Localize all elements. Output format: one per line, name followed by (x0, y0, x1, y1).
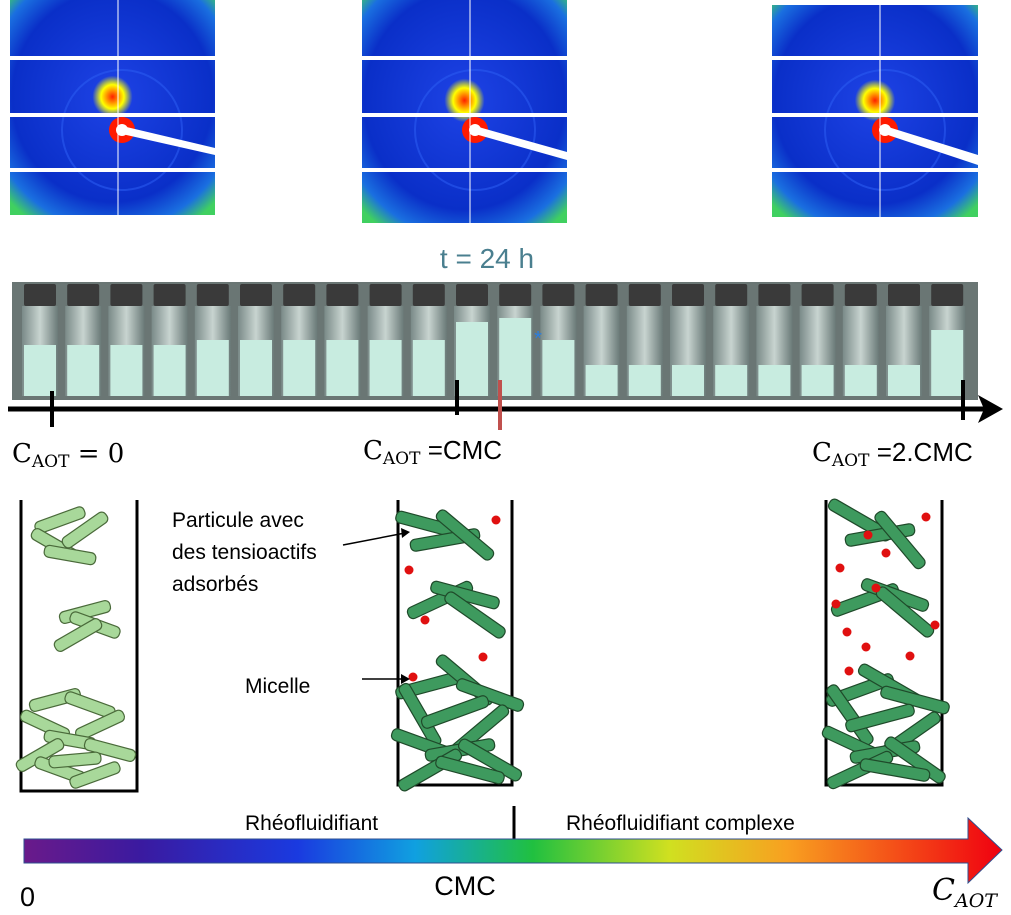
regime-left-label: Rhéofluidifiant (245, 812, 378, 835)
vial (842, 284, 879, 396)
particle (859, 758, 931, 782)
micelles-group (404, 512, 940, 682)
micelle-dot (930, 620, 940, 630)
saxs-image-middle (362, 0, 567, 223)
vial (929, 284, 966, 396)
scale-start-label: 0 (20, 882, 35, 912)
time-label: t = 24 h (440, 243, 534, 274)
vial (497, 284, 534, 396)
particle (53, 618, 103, 652)
vial-photo: * (12, 282, 978, 400)
particle-annotation-line3: adsorbés (172, 573, 258, 596)
particles-group (15, 498, 950, 792)
micelle-dot (831, 599, 841, 609)
particle (48, 751, 102, 769)
micelle-dot (871, 583, 881, 593)
micelle-dot (905, 651, 915, 661)
micelle-dot (861, 642, 871, 652)
container-middle (396, 500, 514, 787)
particle (880, 685, 950, 715)
container-left (19, 500, 139, 793)
micelle-dot (408, 672, 418, 682)
concentration-gradient-arrow (23, 816, 1003, 885)
micelle-dot (478, 652, 488, 662)
vial (799, 284, 836, 396)
particle-annotation-line2: des tensioactifs (172, 541, 317, 564)
particle (884, 736, 946, 784)
label-caot-cmc: CAOT =CMC (363, 435, 502, 469)
micelle-dot (420, 615, 430, 625)
vial (583, 284, 620, 396)
label-caot-2cmc: CAOT =2.CMC (812, 437, 973, 471)
particle (61, 511, 109, 549)
vial (324, 284, 361, 396)
vial (281, 284, 318, 396)
vial (367, 284, 404, 396)
micelle-dot (835, 563, 845, 573)
saxs-image-left (10, 0, 215, 215)
vial (626, 284, 663, 396)
vial (65, 284, 102, 396)
label-caot-zero: CAOT = 0 (12, 439, 124, 472)
vial (194, 284, 231, 396)
asterisk-marker: * (534, 328, 542, 350)
micelle-annotation: Micelle (245, 675, 310, 698)
micelle-dot (921, 512, 931, 522)
particle-annotation-line1: Particule avec (172, 509, 304, 532)
saxs-image-right (772, 5, 978, 217)
particle (845, 703, 915, 733)
vial (151, 284, 188, 396)
particle (69, 761, 121, 789)
scale-end-label: CAOT (932, 873, 998, 912)
particle (457, 738, 523, 782)
vial (108, 284, 145, 396)
regime-right-label: Rhéofluidifiant complexe (566, 812, 795, 835)
vial (22, 284, 58, 396)
vial (756, 284, 793, 396)
micelle-dot (881, 548, 891, 558)
particle (435, 509, 495, 561)
particle (435, 755, 505, 785)
micelle-dot (491, 515, 501, 525)
vial (713, 284, 750, 396)
particle (444, 591, 506, 639)
particle (874, 510, 926, 570)
micelle-arrow (362, 674, 410, 684)
particle (43, 544, 97, 566)
vial (540, 284, 577, 396)
particle (420, 695, 490, 729)
scale-cmc-label: CMC (434, 871, 496, 901)
particle-arrow (342, 528, 410, 546)
vial (410, 284, 447, 396)
particle (83, 737, 137, 763)
vial (886, 284, 922, 396)
vial (238, 284, 274, 396)
container-right (824, 500, 944, 787)
micelle-dot (842, 627, 852, 637)
vial (454, 284, 490, 396)
particle (826, 684, 874, 746)
concentration-axis (8, 380, 1003, 430)
micelle-dot (863, 530, 873, 540)
micelle-dot (844, 666, 854, 676)
vial (670, 284, 706, 396)
micelle-dot (404, 565, 414, 575)
